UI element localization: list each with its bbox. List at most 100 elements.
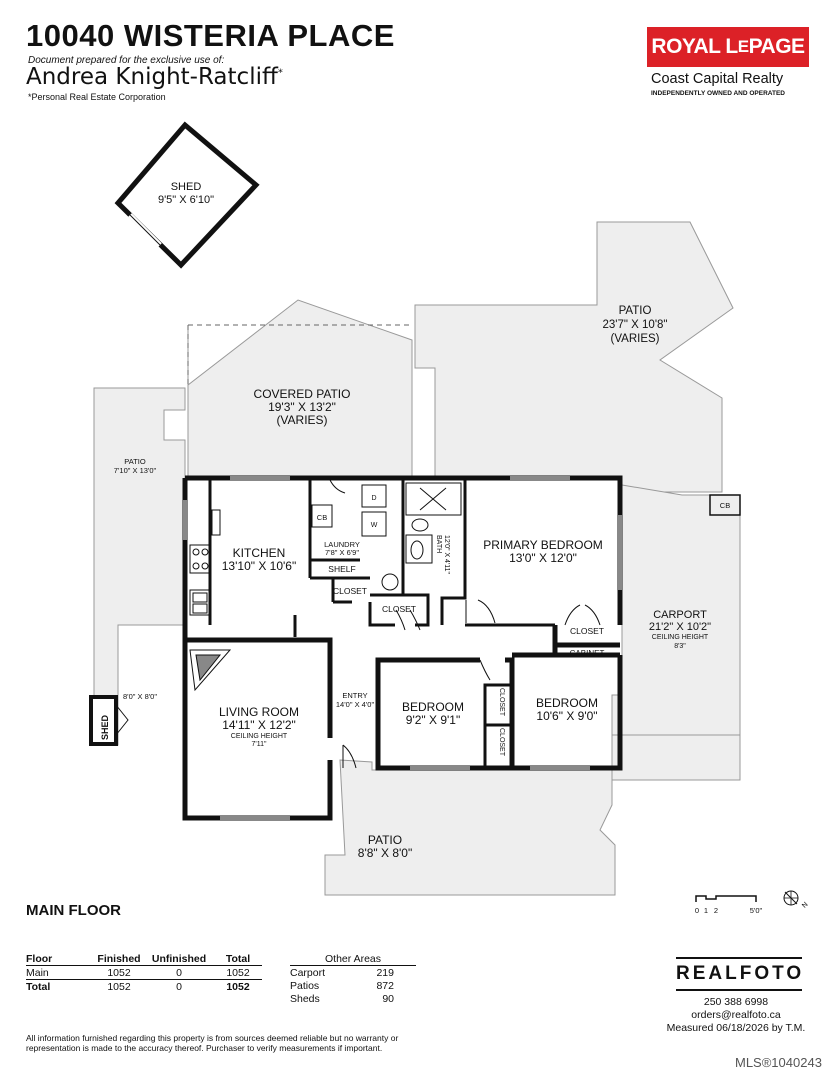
brand-tagline: INDEPENDENTLY OWNED AND OPERATED [651,90,785,97]
entry-name: ENTRY [342,691,367,700]
other-carport-value: 219 [376,966,394,979]
patio-south-strip [611,734,741,781]
carport-cb-box [709,494,741,516]
living-room-dims: 14'11" X 12'2" [222,718,296,732]
living-room-name: LIVING ROOM [219,705,299,719]
realfoto-email[interactable]: orders@realfoto.ca [691,1009,781,1021]
floor-label: MAIN FLOOR [26,902,121,919]
scale-5: 5'0" [750,906,763,915]
washer-label: W [371,522,378,529]
laundry-dims: 7'8" X 6'9" [325,548,359,557]
kitchen-dims: 13'10" X 10'6" [222,559,297,573]
other-areas-table: Other Areas Carport 219 Patios 872 Sheds… [290,952,416,1005]
patio-ne-area [414,221,734,493]
living-room-ceiling: CEILING HEIGHT [231,733,288,740]
shelf-label: SHELF [328,564,355,574]
north-label: N [801,901,810,910]
window-panes [184,477,621,819]
shed-top-name: SHED [171,181,202,193]
other-areas-header: Other Areas [290,952,416,966]
row-main-total: 1052 [226,966,250,979]
carport-ceiling: CEILING HEIGHT [652,634,709,641]
row-total-unfinished: 0 [176,980,182,993]
row-total-finished: 1052 [107,980,131,993]
covered-patio-name: COVERED PATIO [254,387,351,401]
disclaimer: All information furnished regarding this… [26,1033,399,1053]
agent-name: Andrea Knight-Ratcliff* [26,64,283,90]
laundry-name: LAUNDRY [324,540,360,549]
bedroom1-dims: 9'2" X 9'1" [406,713,460,727]
other-sheds-value: 90 [382,992,394,1005]
fireplace-icon [189,649,232,692]
dryer-label: D [371,495,376,502]
prepared-for-text: Document prepared for the exclusive use … [28,55,225,66]
table-row: Patios 872 [290,979,416,992]
entry-door-swing [342,744,357,769]
realfoto-logo: REALFOTO [676,957,802,991]
patio-w-dims: 7'10" X 13'0" [114,466,157,475]
brand-name-big: ROYAL L [651,35,738,58]
primary-bedroom-name: PRIMARY BEDROOM [483,538,603,552]
sink-icon [189,589,211,616]
laundry-door-swing [329,479,346,494]
brand-name-small: E [737,37,749,56]
entry-dims: 14'0" X 4'0" [336,700,375,709]
patio-ne-name: PATIO [619,305,652,317]
table-row: Total 1052 0 1052 [26,980,262,994]
patio-s-dims: 8'8" X 8'0" [358,846,412,860]
other-carport-label: Carport [290,966,326,979]
closet3-label: CLOSET [570,626,604,636]
realfoto-measured: Measured 06/18/2026 by T.M. [666,1022,806,1034]
col-finished: Finished [94,952,144,966]
shed-top-dims: 9'5" X 6'10" [158,194,214,206]
primary-door-swing [465,599,496,624]
table-row: Main 1052 0 1052 [26,966,262,980]
bath-dims: 12'0" X 4'11" [443,535,450,575]
kitchen-counter [211,509,221,536]
bath-name: BATH [435,535,442,553]
carport-name: CARPORT [653,609,707,621]
row-main-finished: 1052 [107,966,131,979]
cb1-label: CB [317,513,327,522]
col-unfinished: Unfinished [144,952,214,966]
patio-w-name: PATIO [124,457,146,466]
carport-height: 8'3" [674,643,686,650]
agent-mark: * [277,67,283,79]
row-total-floor: Total [26,980,51,993]
scale-1: 1 [704,906,708,915]
shed-top [114,121,260,269]
row-main-unfinished: 0 [176,966,182,979]
fixtures [189,479,601,769]
agent-corporation: *Personal Real Estate Corporation [28,92,166,102]
water-heater-icon [381,573,399,591]
bedroom1-name: BEDROOM [402,700,464,714]
patio-ne-dims: 23'7" X 10'8" [603,319,668,331]
bedroom2-name: BEDROOM [536,696,598,710]
closet2-label: CLOSET [382,604,416,614]
shed-small-name: SHED [100,714,110,740]
patio-s-name: PATIO [368,833,402,847]
interior-walls [208,478,555,768]
realfoto-phone[interactable]: 250 388 6998 [703,996,769,1008]
patio-ne-note: (VARIES) [611,333,660,345]
other-patios-label: Patios [290,979,320,992]
row-total-total: 1052 [226,980,250,993]
closet1-label: CLOSET [333,586,367,596]
stove-icon [189,544,211,574]
table-row: Sheds 90 [290,992,416,1005]
covered-patio-note: (VARIES) [276,413,327,427]
cb-box [311,504,333,528]
cb2-label: CB [720,501,730,510]
area-table: Floor Finished Unfinished Total Main 105… [26,952,262,993]
scale-2: 2 [714,906,718,915]
scale-bar: 0 1 2 5'0" [695,895,763,915]
vanity-icon [405,534,433,564]
north-arrow-icon: N [783,890,810,910]
closet5-label: CLOSET [498,728,505,757]
toilet-icon [411,518,429,532]
bedroom2-dims: 10'6" X 9'0" [536,709,597,723]
area-table-header: Floor Finished Unfinished Total [26,952,262,966]
